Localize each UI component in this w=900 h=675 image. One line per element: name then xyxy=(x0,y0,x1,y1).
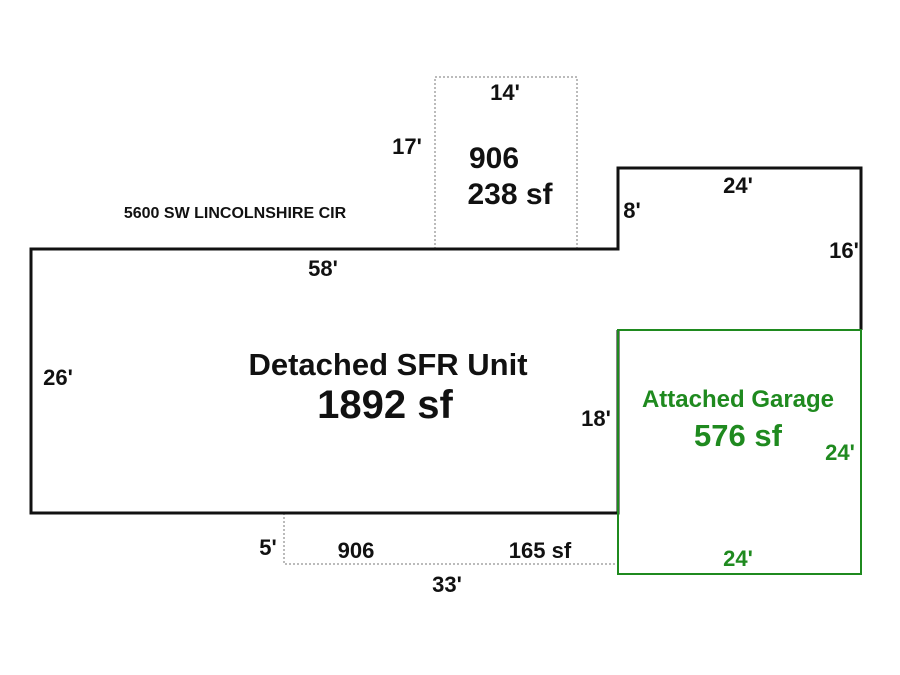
top-addition-dim-top: 14' xyxy=(490,80,520,105)
bottom-addition-code: 906 xyxy=(338,538,375,563)
main-dim-top: 58' xyxy=(308,256,338,281)
garage-title: Attached Garage xyxy=(642,386,834,413)
garage-dim-bottom: 24' xyxy=(723,546,753,571)
bottom-addition-area: 165 sf xyxy=(509,538,572,563)
wing-dim-top: 24' xyxy=(723,173,753,198)
main-unit-outline xyxy=(29,166,863,515)
main-dim-right: 18' xyxy=(581,406,611,431)
bottom-addition-dim-left: 5' xyxy=(259,535,276,560)
garage-dim-right: 24' xyxy=(825,440,855,465)
address-label: 5600 SW LINCOLNSHIRE CIR xyxy=(124,205,347,222)
garage-area: 576 sf xyxy=(694,418,783,453)
main-unit-area: 1892 sf xyxy=(317,383,453,427)
main-dim-left: 26' xyxy=(43,365,73,390)
bottom-addition-outline xyxy=(283,512,619,565)
main-unit-title: Detached SFR Unit xyxy=(248,347,527,382)
garage-outline xyxy=(617,329,862,575)
top-addition-area: 238 sf xyxy=(467,178,553,211)
top-addition-code: 906 xyxy=(469,142,519,175)
bottom-addition-dim-bottom: 33' xyxy=(432,572,462,597)
wing-dim-right: 16' xyxy=(829,238,859,263)
wing-dim-left: 8' xyxy=(623,198,640,223)
top-addition-dim-left: 17' xyxy=(392,134,422,159)
